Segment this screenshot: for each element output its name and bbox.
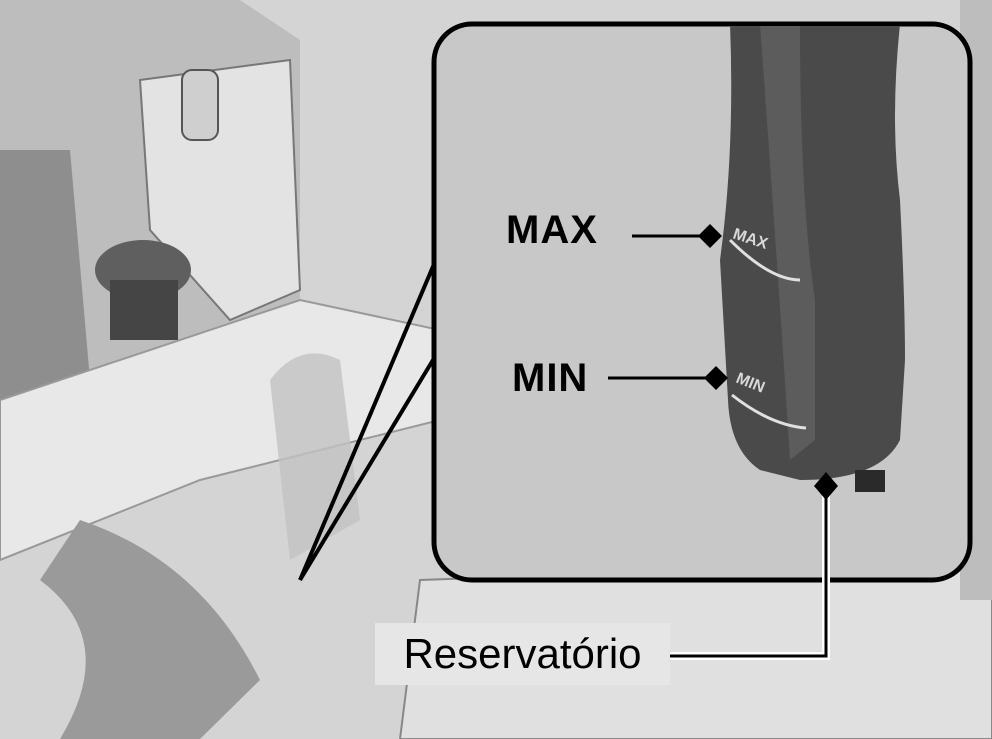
reservoir-leader <box>670 486 828 658</box>
callout-line-bottom <box>298 353 438 582</box>
min-line-mark <box>731 393 807 430</box>
battery-housing <box>0 150 90 400</box>
hose <box>40 520 260 739</box>
max-line-mark <box>728 238 801 282</box>
reservoir-ghost <box>270 353 360 560</box>
cap-neck <box>110 280 178 340</box>
reservoir-label: Reservatório <box>375 623 670 685</box>
max-label: MAX <box>506 208 598 252</box>
min-label: MIN <box>512 356 589 400</box>
callout-line-top <box>298 249 442 581</box>
reservoir-tank <box>720 26 905 480</box>
bolt <box>181 69 219 141</box>
